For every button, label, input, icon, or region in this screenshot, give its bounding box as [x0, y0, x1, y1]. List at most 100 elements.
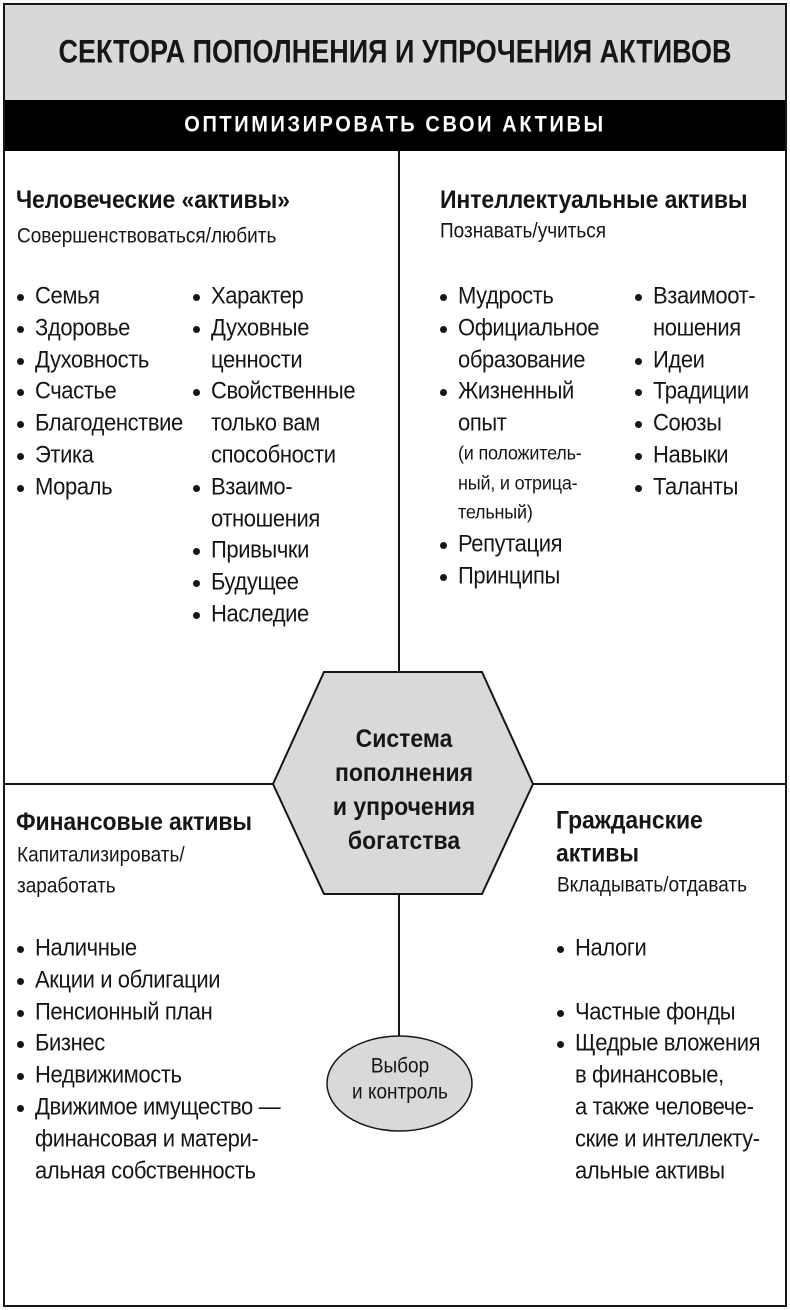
list-item: Официальное образование: [440, 312, 600, 376]
intellectual-assets-subtitle: Познавать/учиться: [440, 217, 606, 247]
item-label: Принципы: [458, 561, 560, 589]
item-label: финансовая и матери-: [35, 1124, 259, 1152]
item-label: Недвижимость: [35, 1060, 182, 1089]
item-label: Характер: [211, 281, 304, 310]
bullet-icon: [440, 560, 458, 592]
list-item: Мораль: [17, 471, 183, 503]
subtitle-line: Совершенствоваться/любить: [17, 224, 277, 248]
bullet-icon: [635, 375, 653, 407]
civic-assets-subtitle: Вкладывать/отдавать: [557, 871, 747, 901]
item-label: альные активы: [575, 1156, 725, 1184]
item-text: Будущее: [211, 566, 299, 598]
bullet-icon: [17, 1027, 35, 1059]
human-assets-subtitle: Совершенствоваться/любить: [17, 222, 276, 252]
bullet-icon: [17, 312, 35, 344]
item-label: в финансовые,: [575, 1060, 724, 1089]
list-item: Частные фонды: [557, 996, 760, 1028]
subtitle-line: Вкладывать/отдавать: [557, 873, 748, 897]
bullet-icon: [17, 407, 35, 439]
list-item: Щедрые вложения в финансовые, а также че…: [557, 1027, 761, 1186]
bullet-icon: [440, 312, 458, 344]
item-note: (и положитель-: [458, 441, 582, 464]
bullet-icon: [635, 280, 653, 312]
item-text: Традиции: [653, 375, 749, 407]
item-label: Духовные: [211, 313, 310, 342]
item-label: Взаимо-: [211, 472, 293, 500]
item-label: Здоровье: [35, 313, 131, 342]
center-node-line: и упрочения: [332, 791, 476, 821]
heading-line: Человеческие «активы»: [16, 184, 290, 214]
item-label: Благоденствие: [35, 408, 183, 437]
bullet-icon: [17, 996, 35, 1028]
list-item: Союзы: [635, 407, 755, 439]
item-text: Духовность: [35, 344, 149, 376]
item-label: Щедрые вложения: [575, 1029, 761, 1057]
item-text: Недвижимость: [35, 1059, 182, 1091]
banner-text: ОПТИМИЗИРОВАТЬ СВОИ АКТИВЫ: [184, 112, 606, 138]
item-label: Будущее: [211, 567, 299, 596]
bullet-icon: [193, 375, 211, 407]
item-label: Бизнес: [35, 1029, 105, 1057]
item-text: Мораль: [35, 471, 113, 503]
bullet-icon: [17, 280, 35, 312]
list-item: Свойственные только вам способности: [193, 375, 356, 470]
item-text: Навыки: [653, 439, 729, 471]
item-label: образование: [458, 345, 586, 373]
item-label: Налоги: [575, 933, 647, 962]
item-label: Акции и облигации: [35, 965, 221, 994]
item-label: опыт: [458, 408, 507, 437]
item-label: Пенсионный план: [35, 997, 213, 1025]
financial-assets-list: Наличные Акции и облигации Пенсионный пл…: [17, 932, 281, 1186]
item-note: тельный): [458, 501, 533, 524]
item-text: Частные фонды: [575, 996, 736, 1028]
item-label: Взаимоот-: [653, 281, 756, 310]
item-label: Таланты: [653, 472, 738, 500]
item-text: Наследие: [211, 598, 309, 630]
item-label: Семья: [35, 281, 100, 310]
bullet-icon: [635, 344, 653, 376]
item-text: Характер: [211, 280, 304, 312]
item-text: Свойственные только вам способности: [211, 375, 356, 470]
list-item: Жизненный опыт (и положитель- ный, и отр…: [440, 375, 599, 527]
list-item: Налоги: [557, 932, 760, 964]
title-bar: СЕКТОРА ПОПОЛНЕНИЯ И УПРОЧЕНИЯ АКТИВОВ: [4, 4, 786, 100]
list-item: Счастье: [17, 375, 183, 407]
item-label: Наследие: [211, 599, 309, 628]
item-label: Наличные: [35, 933, 137, 962]
bullet-icon: [193, 534, 211, 566]
intellectual-assets-heading: Интеллектуальные активы: [440, 184, 748, 214]
list-item: Таланты: [635, 471, 755, 503]
financial-assets-subtitle: Капитализировать/ заработать: [17, 840, 185, 902]
bullet-icon: [17, 344, 35, 376]
list-item: Традиции: [635, 375, 755, 407]
item-text: Благоденствие: [35, 407, 183, 439]
item-label: Репутация: [458, 529, 563, 557]
page-title: СЕКТОРА ПОПОЛНЕНИЯ И УПРОЧЕНИЯ АКТИВОВ: [58, 33, 732, 70]
outer-border: [3, 3, 787, 1307]
heading-line: Интеллектуальные активы: [440, 184, 748, 214]
item-text: Принципы: [458, 560, 560, 592]
item-text: Официальное образование: [458, 312, 600, 376]
bullet-icon: [17, 375, 35, 407]
bullet-icon: [440, 375, 458, 407]
item-label: ношения: [653, 313, 741, 342]
bullet-icon: [17, 471, 35, 503]
item-text: Таланты: [653, 471, 738, 503]
item-label: Идеи: [653, 345, 705, 373]
bullet-icon: [17, 1059, 35, 1091]
control-node-line: Выбор: [370, 1054, 430, 1078]
list-item: Принципы: [440, 560, 599, 592]
item-text: Союзы: [653, 407, 722, 439]
item-label: Этика: [35, 440, 94, 469]
item-text: Бизнес: [35, 1027, 105, 1059]
bullet-icon: [440, 280, 458, 312]
bullet-icon: [635, 407, 653, 439]
list-spacer: [557, 964, 760, 996]
item-label: Свойственные: [211, 377, 356, 405]
control-ellipse: [326, 1035, 473, 1132]
item-label: Духовность: [35, 345, 149, 373]
item-label: Мораль: [35, 472, 113, 500]
item-label: Жизненный: [458, 377, 574, 405]
item-label: Официальное: [458, 313, 600, 342]
